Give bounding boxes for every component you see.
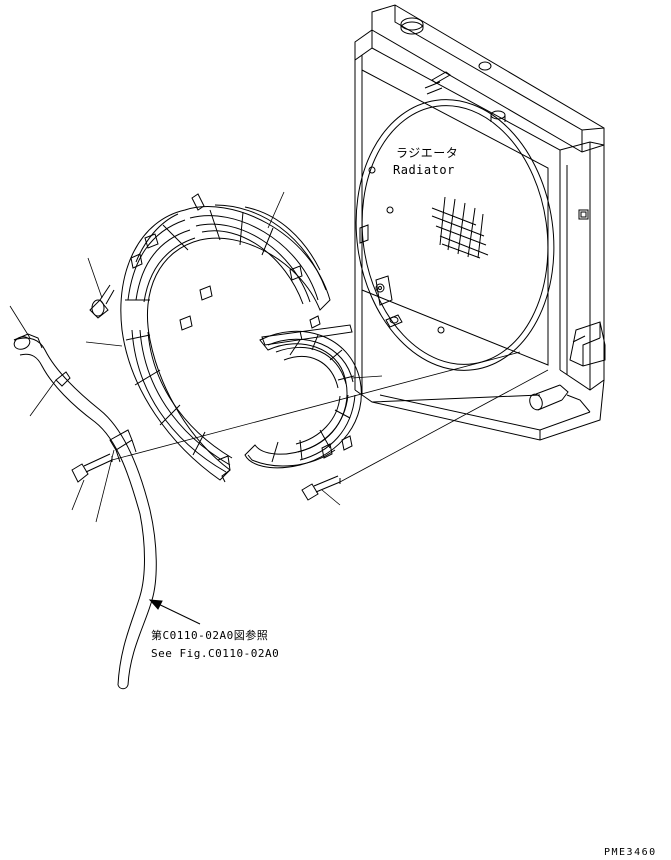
bolt-upper-left: [90, 285, 114, 318]
hose-reference-label-jp: 第C0110-02A0図参照: [151, 629, 269, 642]
radiator-label-jp: ラジエータ: [396, 146, 459, 160]
drawing-code: PME3460: [604, 847, 657, 858]
bolt-right: [302, 476, 340, 500]
core-mesh-symbol: [432, 197, 488, 258]
radiator-label-en: Radiator: [393, 163, 455, 177]
radiator-assembly: [339, 5, 605, 440]
fan-guard: [121, 194, 362, 482]
leader-lines: [10, 192, 382, 522]
bolt-left: [72, 454, 112, 482]
hose-reference-label-en: See Fig.C0110-02A0: [151, 647, 280, 660]
hose: [12, 334, 200, 689]
alignment-lines: [112, 352, 548, 482]
